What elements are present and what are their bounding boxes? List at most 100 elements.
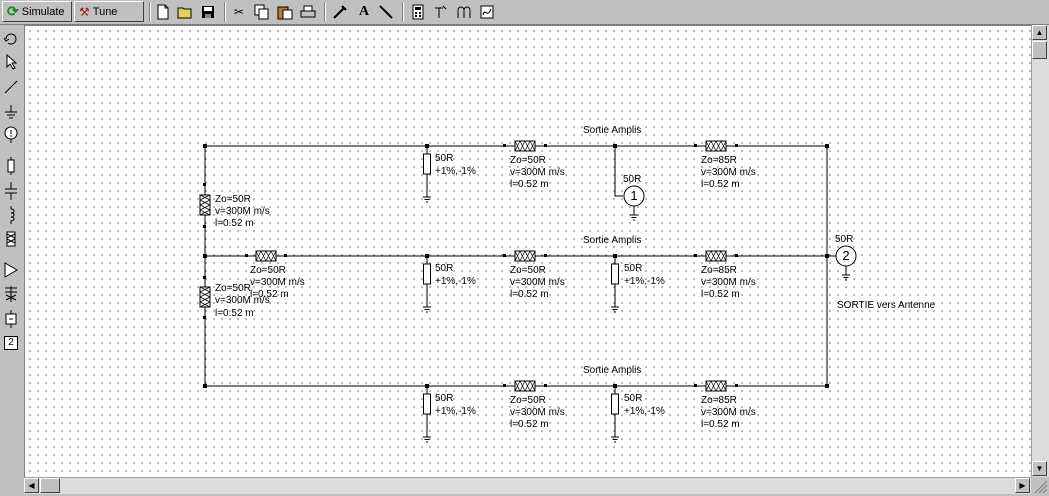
svg-text:Zo=50R: Zo=50R: [510, 265, 546, 276]
port-1[interactable]: 1 50R: [623, 174, 645, 221]
paste-icon[interactable]: [276, 3, 294, 21]
svg-text:l=0.52 m: l=0.52 m: [510, 179, 549, 190]
optimize-icon[interactable]: [478, 3, 496, 21]
tune-label: Tune: [92, 5, 118, 18]
scroll-left-button[interactable]: ◀: [24, 478, 39, 493]
transmission-line[interactable]: [514, 140, 536, 152]
transistor-icon[interactable]: [2, 285, 20, 303]
calculator-icon[interactable]: [409, 3, 427, 21]
amplifier-icon[interactable]: [2, 261, 20, 279]
component-toolbar: 2: [0, 25, 22, 493]
transmission-line[interactable]: [255, 250, 277, 262]
svg-text:Zo=85R: Zo=85R: [701, 395, 737, 406]
scroll-up-button[interactable]: ▲: [1032, 25, 1047, 40]
svg-text:+1%,-1%: +1%,-1%: [624, 406, 665, 417]
wire-tool-icon[interactable]: [331, 3, 349, 21]
scroll-right-button[interactable]: ▶: [1015, 478, 1030, 493]
resistor[interactable]: [422, 255, 432, 313]
cut-icon[interactable]: ✂: [233, 5, 245, 19]
resistor[interactable]: [422, 385, 432, 443]
new-file-icon[interactable]: [154, 3, 172, 21]
line-label: Zo=50R v=300M m/s l=0.52 m: [510, 395, 565, 430]
open-folder-icon[interactable]: [176, 3, 194, 21]
main-toolbar: ⟳ Simulate ⚒ Tune ✂ A: [0, 0, 1049, 25]
save-icon[interactable]: [199, 3, 217, 21]
port-number-icon[interactable]: 2: [2, 334, 20, 352]
rotate-icon[interactable]: [2, 30, 20, 48]
tune-icon: ⚒: [79, 4, 90, 19]
svg-text:Zo=50R: Zo=50R: [510, 395, 546, 406]
svg-text:Zo=50R: Zo=50R: [215, 283, 251, 294]
copy-icon[interactable]: [253, 3, 271, 21]
horizontal-scrollbar[interactable]: ◀ ▶: [24, 477, 1031, 494]
svg-text:Zo=50R: Zo=50R: [215, 194, 251, 205]
resistor[interactable]: [422, 145, 432, 203]
line-label: Zo=50R v=300M m/s l=0.52 m: [215, 194, 270, 229]
resistor-label: 50R +1%,-1%: [435, 263, 476, 287]
vertical-scrollbar[interactable]: ▲ ▼: [1031, 25, 1049, 477]
tune-button[interactable]: ⚒ Tune: [74, 1, 144, 22]
text-tool-icon[interactable]: A: [358, 4, 370, 19]
capacitor-icon[interactable]: [2, 182, 20, 200]
svg-text:l=0.52 m: l=0.52 m: [701, 419, 740, 430]
output-label: SORTIE vers Antenne: [837, 300, 936, 311]
schematic-svg: 1 50R 2 50R Sortie Amplis Sortie Amplis …: [199, 125, 936, 443]
svg-text:Zo=50R: Zo=50R: [510, 155, 546, 166]
line-label: Zo=85R v=300M m/s l=0.52 m: [701, 395, 756, 430]
transmission-line[interactable]: [514, 250, 536, 262]
arrow-right-icon: ▶: [1019, 481, 1026, 490]
svg-text:l=0.52 m: l=0.52 m: [510, 419, 549, 430]
svg-text:v=300M m/s: v=300M m/s: [510, 167, 565, 178]
resistor-label: 50R +1%,-1%: [624, 263, 665, 287]
transmission-line[interactable]: [705, 380, 727, 392]
svg-text:50R: 50R: [624, 263, 642, 274]
port-1-number: 1: [630, 188, 637, 203]
svg-text:+1%,-1%: +1%,-1%: [435, 276, 476, 287]
select-arrow-icon[interactable]: [2, 53, 20, 71]
svg-text:v=300M m/s: v=300M m/s: [701, 167, 756, 178]
toolbar-separator: [402, 2, 404, 22]
simulate-label: Simulate: [21, 5, 65, 18]
line-tool-icon[interactable]: [377, 3, 395, 21]
transmission-line-tool-icon[interactable]: [2, 230, 20, 248]
horizontal-scroll-thumb[interactable]: [40, 478, 60, 493]
ground-icon[interactable]: [2, 103, 20, 121]
transmission-line[interactable]: [705, 140, 727, 152]
arrow-down-icon: ▼: [1035, 464, 1044, 473]
section-title: Sortie Amplis: [583, 125, 641, 136]
transmission-line[interactable]: [199, 286, 211, 308]
scroll-down-button[interactable]: ▼: [1032, 461, 1047, 476]
resize-grip-icon[interactable]: [1031, 477, 1048, 494]
svg-text:v=300M m/s: v=300M m/s: [701, 277, 756, 288]
transmission-line[interactable]: [705, 250, 727, 262]
toolbar-separator: [324, 2, 326, 22]
svg-text:v=300M m/s: v=300M m/s: [510, 277, 565, 288]
antenna-icon[interactable]: [432, 3, 450, 21]
svg-text:+1%,-1%: +1%,-1%: [435, 406, 476, 417]
port-tool-icon[interactable]: [2, 310, 20, 328]
section-title: Sortie Amplis: [583, 365, 641, 376]
svg-text:v=300M m/s: v=300M m/s: [510, 407, 565, 418]
resistor-icon[interactable]: [2, 157, 20, 175]
port-2[interactable]: 2 50R: [827, 234, 857, 281]
line-label: Zo=50R v=300M m/s l=0.52 m: [510, 265, 565, 300]
resistor[interactable]: [610, 255, 620, 313]
resistor[interactable]: [610, 385, 620, 443]
source-icon[interactable]: [2, 125, 20, 143]
resistor-label: 50R +1%,-1%: [435, 393, 476, 417]
port-1-value: 50R: [623, 174, 641, 185]
transmission-line[interactable]: [199, 194, 211, 216]
svg-text:Zo=85R: Zo=85R: [701, 265, 737, 276]
arrow-up-icon: ▲: [1035, 28, 1044, 37]
vertical-scroll-thumb[interactable]: [1032, 41, 1047, 59]
svg-text:Zo=50R: Zo=50R: [250, 265, 286, 276]
inductor-icon[interactable]: [455, 3, 473, 21]
simulate-button[interactable]: ⟳ Simulate: [2, 1, 72, 22]
schematic-canvas[interactable]: 1 50R 2 50R Sortie Amplis Sortie Amplis …: [24, 25, 1032, 478]
print-icon[interactable]: [299, 3, 317, 21]
wire-icon[interactable]: [2, 78, 20, 96]
svg-text:Zo=85R: Zo=85R: [701, 155, 737, 166]
svg-text:50R: 50R: [435, 393, 453, 404]
inductor-tool-icon[interactable]: [2, 206, 20, 224]
transmission-line[interactable]: [514, 380, 536, 392]
